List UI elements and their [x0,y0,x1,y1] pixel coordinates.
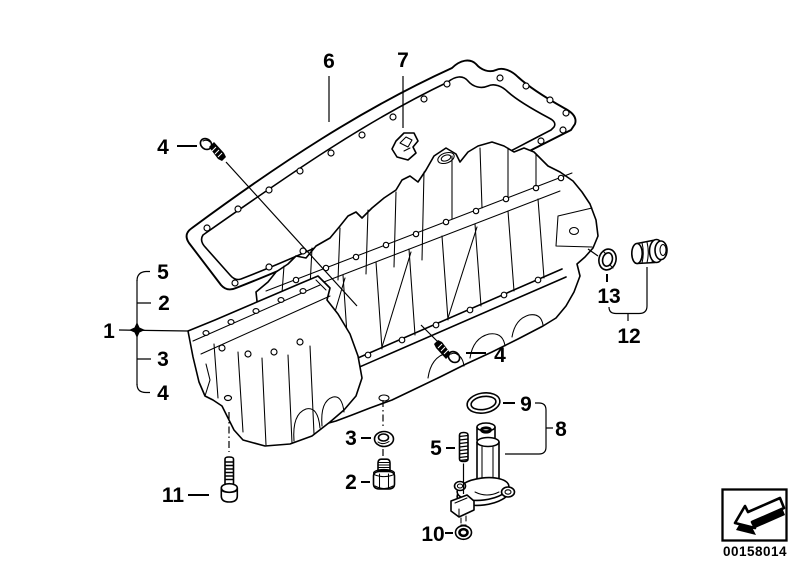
callout-4-top[interactable]: 4 [157,136,169,159]
callout-labels: 6 7 4 5 2 1 3 4 11 3 2 5 4 9 8 10 13 12 [103,49,641,546]
callout-9[interactable]: 9 [520,393,532,416]
spring-5 [458,431,469,463]
gasket-clamp [391,132,419,161]
o-ring-9 [466,391,501,415]
callout-12[interactable]: 12 [617,325,640,348]
callout-4-center[interactable]: 4 [494,344,506,367]
callout-2-left[interactable]: 2 [158,292,170,315]
lower-oil-pan [187,275,363,447]
seal-ring-13 [598,248,617,271]
callout-6[interactable]: 6 [323,50,335,73]
callout-13[interactable]: 13 [597,285,620,308]
legend-box: 00158014 [721,488,788,559]
group-12-bracket [608,267,648,321]
callout-11[interactable]: 11 [162,484,185,507]
callout-8[interactable]: 8 [555,418,567,441]
oil-level-sensor [450,422,516,524]
callout-10[interactable]: 10 [421,523,444,546]
callout-3-center[interactable]: 3 [345,427,357,450]
seal-washer-3 [373,430,395,448]
pan-flange-holes [202,288,307,358]
callout-lines [118,76,648,534]
callout-3-left[interactable]: 3 [157,348,169,371]
grommet-10 [454,524,473,541]
rail-bolt-holes [330,276,542,374]
screw-plug-12 [630,238,668,265]
screw-4-top [199,137,226,161]
drain-plug-2 [372,458,396,490]
group-8-bracket [505,402,553,455]
group-1-bracket [118,270,189,394]
callout-7[interactable]: 7 [397,49,409,72]
arrow-icon [733,496,786,535]
screw-4-center [434,340,461,364]
callout-1[interactable]: 1 [103,320,115,343]
callout-4-left[interactable]: 4 [157,382,169,405]
callout-5-center[interactable]: 5 [430,437,442,460]
callout-5-left[interactable]: 5 [157,261,169,284]
flange-bolt-holes [292,174,565,284]
part-code: 00158014 [723,544,787,559]
bolt-11 [220,456,239,503]
callout-2-center[interactable]: 2 [345,471,357,494]
